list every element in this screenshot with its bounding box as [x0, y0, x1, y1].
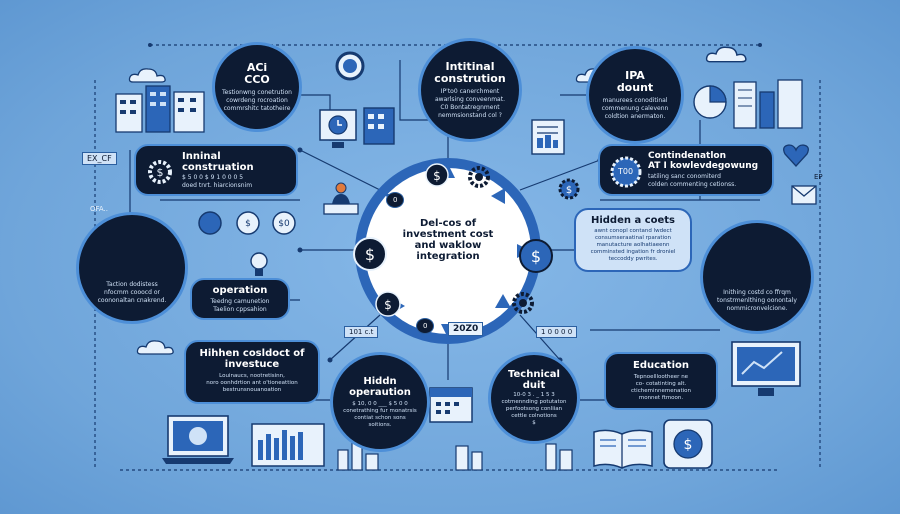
svg-text:$: $ — [365, 245, 375, 264]
document-icon — [531, 119, 565, 155]
gear-icon — [468, 166, 490, 188]
node-aci-cco: ACi CCO Testionwng conetrution cowrdeng … — [212, 42, 302, 132]
node-body: tatiling sanc conomiterd colden commenti… — [648, 173, 737, 188]
hub-left-badge: 0 — [386, 192, 405, 208]
node-left-circle: Taction dodistess nfocmm cooocd or coono… — [76, 212, 188, 324]
building-icon — [337, 441, 573, 471]
node-body: Taction dodistess nfocmm cooocd or coono… — [97, 281, 167, 304]
node-title: operation — [212, 285, 268, 296]
hub-title-line: integration — [416, 251, 480, 262]
hub-title-line: and waklow — [414, 240, 482, 251]
hub-title: Del-cos of investment cost and waklow in… — [395, 218, 501, 262]
svg-text:$0: $0 — [278, 219, 290, 229]
magnifier-icon — [335, 51, 365, 81]
laptop-icon — [162, 415, 234, 464]
gear-icon: $ — [148, 160, 172, 184]
node-title: Hihhen cosldoct of investuce — [199, 348, 305, 370]
cloud-icon — [705, 46, 747, 63]
node-body: Testionwng conetrution cowrdeng rocroati… — [222, 88, 292, 112]
node-body: $ 10, 0 0 ___ $ 5 0 0 conetrathing fur m… — [343, 400, 417, 428]
node-body: Inithing costd co ffrqm tonstrmenlthing … — [717, 289, 797, 312]
gear-icon — [512, 292, 534, 314]
ex-cf-label: EX_CF — [82, 152, 117, 165]
node-ipa-dount: IPA dount manurees conoditinal commenung… — [586, 46, 684, 144]
hub-bottom-badge: 0 — [416, 318, 435, 334]
node-hidden-conduct: Hihhen cosldoct of investuce Louinaucs, … — [184, 340, 320, 404]
building-icon — [115, 85, 205, 133]
right-tag: 1 0 0 0 0 — [536, 326, 578, 338]
t00-badge: T00 — [618, 167, 634, 176]
lightbulb-icon — [250, 252, 268, 276]
svg-text:$: $ — [566, 185, 572, 196]
gear-icon: $ — [558, 178, 580, 200]
node-internal-construction: $ Inninal construation $ 5 0 0 $ 9 1 0 0… — [134, 144, 298, 196]
node-body: Tepnoelllootheer ne co- cotatinting alt.… — [631, 374, 691, 401]
dollar-coin-icon: $ — [425, 163, 449, 187]
document-icon — [251, 423, 325, 467]
node-title: Technical duit — [508, 369, 560, 391]
svg-text:$: $ — [384, 298, 392, 312]
envelope-icon — [791, 185, 817, 205]
node-body: manurees conoditinal commenung calevenn … — [601, 96, 669, 120]
bar-chart-icon — [693, 79, 803, 129]
node-body: IP'to0 canerchment awarlsing conveenmat.… — [435, 87, 505, 119]
node-title: Education — [633, 360, 689, 371]
svg-text:$: $ — [684, 437, 693, 453]
monitor-icon — [319, 109, 357, 148]
node-initial-construtionn: Intitinal constrution IP'to0 canerchment… — [418, 38, 522, 142]
cloud-icon — [128, 68, 166, 83]
node-title: Hiddn operaution — [349, 375, 411, 398]
svg-text:$: $ — [245, 219, 251, 229]
node-title: ACi CCO — [244, 60, 270, 86]
hub-title-line: investment cost — [402, 229, 494, 240]
node-right-circle: Inithing costd co ffrqm tonstrmenlthing … — [700, 220, 814, 334]
node-body: awnt conopl contand lwdect consumseraati… — [590, 228, 676, 262]
node-title: Contindenatlon AT I kowlevdegowung — [648, 151, 759, 171]
building-icon — [363, 107, 395, 145]
node-body: $ 5 0 0 $ 9 1 0 0 0 5 doed tnrt. hiarcio… — [182, 174, 253, 189]
svg-text:$: $ — [433, 169, 441, 183]
node-body: Teedng camunetion Taelion cppsahion — [210, 298, 270, 313]
gear-icon — [610, 156, 642, 188]
svg-text:$: $ — [531, 247, 541, 266]
left-tag: 101 c.t — [344, 326, 379, 338]
node-title: IPA dount — [616, 68, 654, 94]
hub-year-badge: 20Z0 — [448, 322, 484, 336]
node-education: Education Tepnoelllootheer ne co- cotati… — [604, 352, 718, 410]
node-technical-duit: Technical duit 10-0 3 . _ 1 5 3 cotmennd… — [488, 352, 580, 444]
node-title: Inninal construation — [182, 151, 254, 173]
svg-text:$: $ — [157, 166, 164, 179]
monitor-icon — [731, 341, 801, 396]
node-hidden-costs-right: Hidden a coets awnt conopl contand lwdec… — [574, 208, 692, 272]
dollar-coin-icon: $ — [353, 237, 387, 271]
cloud-icon — [136, 340, 174, 355]
person-icon — [323, 182, 359, 215]
dollar-coin-icon: $ — [663, 419, 713, 469]
node-continental: T00 Contindenatlon AT I kowlevdegowung t… — [598, 144, 774, 196]
node-body: Louinaucs, nootretisinn, noro oonhdrtion… — [206, 373, 298, 393]
dollar-coin-icon: $ $0 — [198, 211, 296, 235]
ep-label: EP — [814, 173, 823, 181]
node-body: 10-0 3 . _ 1 5 3 cotmennding potutaton p… — [501, 392, 567, 426]
book-icon — [593, 429, 653, 469]
hub-title-line: Del-cos of — [419, 218, 477, 229]
ofa-label: OFA.. — [90, 205, 109, 213]
dollar-coin-icon: $ — [375, 291, 401, 317]
node-title: Intitinal constrution — [434, 59, 506, 85]
node-operation: operation Teedng camunetion Taelion cpps… — [190, 278, 290, 320]
dollar-coin-icon: $ — [519, 239, 553, 273]
node-hidden-operation: Hiddn operaution $ 10, 0 0 ___ $ 5 0 0 c… — [330, 352, 430, 452]
node-title: Hidden a coets — [590, 215, 676, 226]
calendar-icon — [429, 387, 473, 423]
heart-icon — [783, 144, 809, 167]
